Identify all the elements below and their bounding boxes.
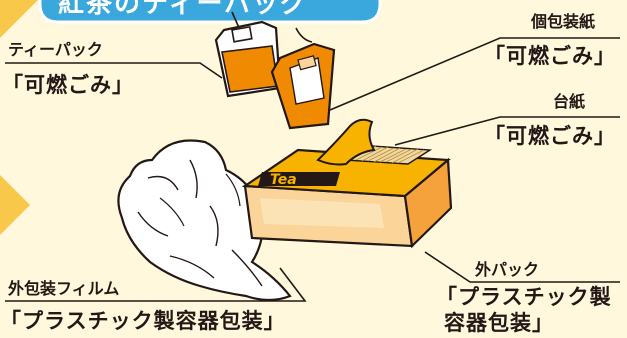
tea-bag-left (214, 11, 282, 98)
tea-bag-category: 「可燃ごみ」 (2, 73, 134, 97)
plastic-film (117, 139, 292, 302)
outer-pack-category-line1: 「プラスチック製 (436, 285, 612, 309)
leader-lines (5, 37, 620, 302)
outer-pack-category-line2: 容器包装」 (444, 311, 554, 335)
wrapper-category: 「可燃ごみ」 (484, 44, 616, 68)
wrapper-name: 個包装紙 (531, 12, 596, 31)
corner-decoration-top (0, 0, 38, 38)
mount-category: 「可燃ごみ」 (484, 124, 616, 148)
title-banner (38, 0, 382, 24)
page-title: 紅茶のティーバッグ (58, 0, 309, 19)
tea-bag-name: ティーパック (8, 40, 103, 59)
tea-bag-right (270, 27, 336, 130)
outer-pack-name: 外パック (475, 260, 540, 279)
outer-film-name: 外包装フィルム (8, 279, 120, 298)
tea-box: Tea (241, 118, 453, 249)
mount-name: 台紙 (553, 92, 586, 111)
outer-film-category: 「プラスチック製容器包装」 (0, 309, 286, 333)
box-text: Tea (270, 172, 297, 188)
corner-decoration-bottom (0, 175, 30, 235)
